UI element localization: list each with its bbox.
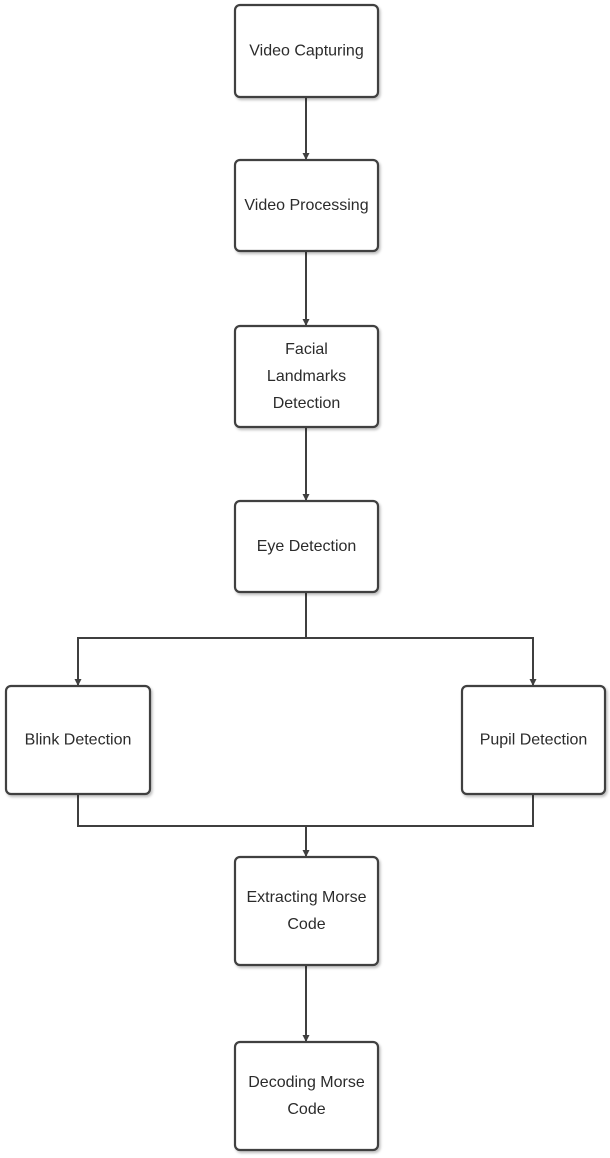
extracting-morse-code-label-line: Code — [287, 916, 325, 933]
extracting-morse-code-label-line: Extracting Morse — [246, 889, 366, 906]
eye-detection-box — [233, 499, 380, 594]
decoding-morse-code-label-line: Decoding Morse — [248, 1074, 365, 1091]
connector-eye-detection-to-pupil-detection — [306, 637, 537, 686]
decoding-morse-code-label-line: Code — [287, 1101, 325, 1118]
video-capturing-box — [233, 3, 380, 99]
blink-detection-box — [4, 684, 152, 796]
node-video-capturing: Video Capturing — [233, 3, 380, 99]
node-pupil-detection: Pupil Detection — [460, 684, 607, 796]
facial-landmarks-detection-label-line: Detection — [273, 395, 341, 412]
node-eye-detection: Eye Detection — [233, 499, 380, 594]
video-processing-box — [233, 158, 380, 253]
pupil-detection-box — [460, 684, 607, 796]
connector-eye-detection-to-blink-detection — [74, 592, 307, 686]
node-video-processing: Video Processing — [233, 158, 380, 253]
pupil-detection-label-line: Pupil Detection — [480, 732, 588, 749]
decoding-morse-code-box — [233, 1040, 380, 1152]
blink-detection-label-line: Blink Detection — [25, 732, 132, 749]
extracting-morse-code-box — [233, 855, 380, 967]
facial-landmarks-detection-label-line: Landmarks — [267, 368, 346, 385]
node-blink-detection: Blink Detection — [4, 684, 152, 796]
connector-pupil-detection-to-extracting-morse-code — [306, 794, 534, 827]
facial-landmarks-detection-label-line: Facial — [285, 341, 328, 358]
video-capturing-label-line: Video Capturing — [249, 43, 363, 60]
eye-detection-label-line: Eye Detection — [257, 538, 357, 555]
connector-layer — [74, 97, 537, 1042]
video-processing-label-line: Video Processing — [244, 197, 368, 214]
connector-blink-detection-to-extracting-morse-code — [77, 794, 310, 857]
facial-landmarks-detection-box — [233, 324, 380, 429]
